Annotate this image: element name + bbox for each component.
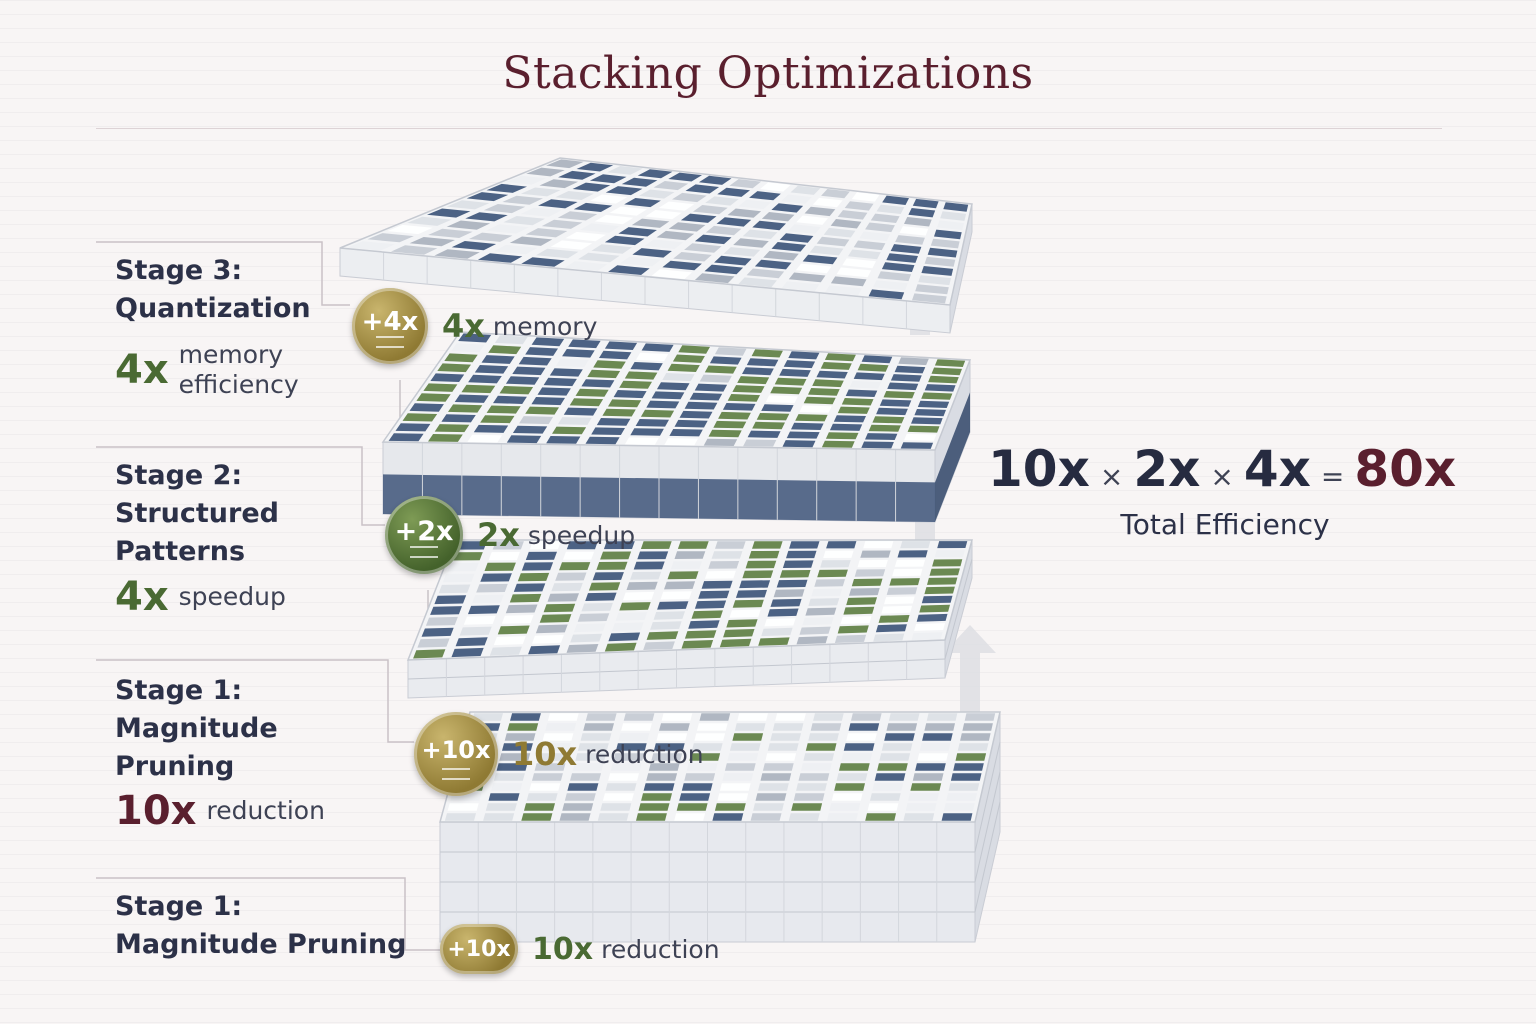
badge-icon: +2x [385, 496, 463, 574]
equation-term-1: 10x [988, 440, 1090, 498]
stage-1-line-3: Pruning [115, 751, 235, 782]
efficiency-equation: 10x × 2x × 4x = 80x [988, 440, 1458, 498]
badge-text: +10x [447, 936, 511, 962]
badge-text: +4x [361, 307, 419, 337]
badge-icon: +10x [414, 712, 498, 796]
equation-term-3: 4x [1243, 440, 1311, 498]
connector-line [96, 446, 385, 526]
stage-3-line-1: Stage 3: [115, 255, 243, 286]
callout-text: memory [492, 311, 598, 341]
up-arrow-icon [944, 625, 996, 712]
stage-1-bottom-line-2: Magnitude Pruning [115, 929, 407, 960]
callout-value: 10x [532, 931, 594, 967]
stage-3-metric: 4x memory efficiency [115, 340, 299, 400]
stage-3-line-2: Quantization [115, 293, 311, 324]
stage-1-bottom-label: Stage 1: Magnitude Pruning [115, 888, 406, 964]
badge-text: +2x [394, 515, 454, 547]
stage-1-metric: 10x reduction [115, 788, 325, 834]
equation-result: 80x [1354, 440, 1457, 498]
stage-2-metric: 4x speedup [115, 574, 286, 620]
connector-line [96, 659, 414, 743]
callout-text: speedup [527, 520, 636, 550]
badge-lines-icon [410, 546, 438, 558]
equation-equals: = [1320, 460, 1345, 493]
badge-text: +10x [421, 736, 491, 764]
badge-lines-icon [376, 336, 404, 348]
connector-line [96, 877, 440, 951]
callout-pruning-bottom: +10x 10x reduction [440, 924, 720, 974]
stage-2-line-3: Patterns [115, 536, 246, 567]
stage-2-metric-value: 4x [115, 574, 169, 620]
callout-quantization: +4x 4x memory [352, 288, 597, 364]
stage-2-line-1: Stage 2: [115, 460, 243, 491]
connector-line [96, 241, 350, 306]
callout-text: reduction [601, 934, 720, 964]
callout-value: 4x [442, 307, 485, 345]
equation-operator-2: × [1210, 460, 1234, 493]
badge-icon: +4x [352, 288, 428, 364]
callout-text: reduction [585, 739, 704, 769]
callout-value: 2x [477, 516, 520, 554]
stage-1-metric-text: reduction [206, 796, 324, 826]
equation-operator-1: × [1099, 460, 1124, 493]
stage-3-metric-value: 4x [115, 347, 169, 393]
stage-1-line-1: Stage 1: [115, 675, 243, 706]
stage-2-label: Stage 2: Structured Patterns [115, 457, 279, 571]
stage-1-metric-value: 10x [115, 788, 197, 834]
stage-2-line-2: Structured [115, 498, 279, 529]
callout-pruning: +10x 10x reduction [414, 712, 704, 796]
callout-value: 10x [512, 735, 578, 773]
badge-lines-icon [442, 768, 470, 780]
title-divider [96, 128, 1442, 129]
stage-3-label: Stage 3: Quantization [115, 252, 311, 328]
stage-1-bottom-line-1: Stage 1: [115, 891, 243, 922]
stage-1-line-2: Magnitude [115, 713, 278, 744]
page-title: Stacking Optimizations [502, 48, 1034, 99]
callout-structured: +2x 2x speedup [385, 496, 635, 574]
layer-structured [381, 331, 972, 523]
layer-pruning [406, 539, 973, 699]
badge-icon: +10x [440, 924, 518, 974]
layer-pruning-bottom [439, 711, 1001, 943]
stage-3-metric-text-1: memory [178, 340, 284, 369]
equation-term-2: 2x [1133, 440, 1201, 498]
stage-2-metric-text-1: speedup [178, 582, 286, 611]
layer-quantization [339, 157, 973, 334]
stage-3-metric-text-2: efficiency [178, 370, 299, 399]
stage-2-metric-text: speedup [179, 582, 286, 612]
stage-1-label: Stage 1: Magnitude Pruning [115, 672, 278, 786]
layers [339, 157, 1001, 943]
stage-3-metric-text: memory efficiency [179, 340, 299, 400]
stage-1-metric-text-1: reduction [206, 796, 325, 825]
total-efficiency-label: Total Efficiency [1120, 508, 1330, 541]
